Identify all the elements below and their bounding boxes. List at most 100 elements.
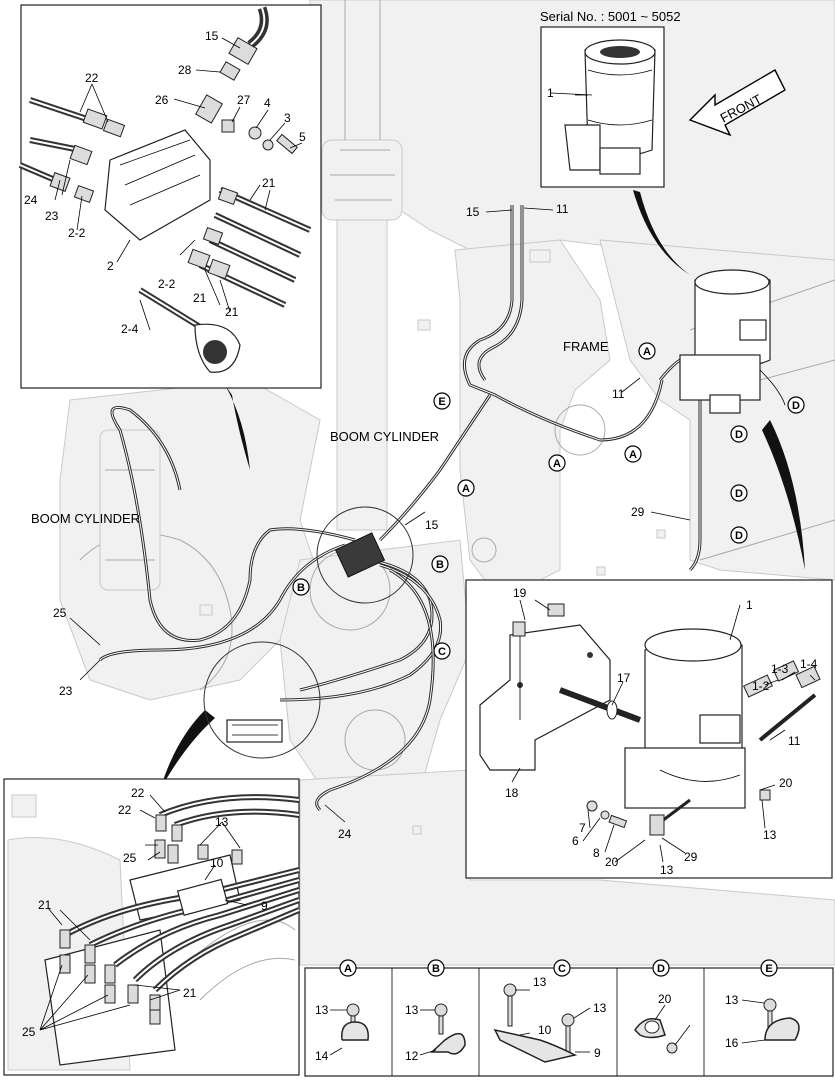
marker-d-1: D <box>787 396 805 414</box>
callout-29-main: 29 <box>631 505 645 519</box>
callout-10-detail: 10 <box>538 1023 552 1037</box>
marker-e-1: E <box>433 392 451 410</box>
callout-9: 9 <box>261 899 268 913</box>
callout-2-2-a: 2-2 <box>68 226 86 240</box>
callout-11-frame: 11 <box>612 387 625 401</box>
callout-leader-lines <box>39 37 816 1056</box>
pump-mounting-inset <box>465 579 833 879</box>
callout-28: 28 <box>178 63 192 77</box>
callout-21-a: 21 <box>262 176 276 190</box>
callout-20-pump-a: 20 <box>779 776 793 790</box>
location-markers: A A A A B B C D D D D E A B C D E <box>292 342 805 977</box>
callout-1: 1 <box>547 86 554 100</box>
callout-23-main: 23 <box>59 684 73 698</box>
callout-15-inset: 15 <box>205 29 219 43</box>
callout-6: 6 <box>572 834 579 848</box>
callout-13-block: 13 <box>215 815 229 829</box>
callout-22-block-b: 22 <box>118 803 132 817</box>
callout-20-pump-b: 20 <box>605 855 619 869</box>
svg-text:E: E <box>438 396 445 408</box>
callout-21-d: 21 <box>38 898 52 912</box>
callout-21-b: 21 <box>193 291 207 305</box>
marker-a-1: A <box>638 342 656 360</box>
callout-8: 8 <box>593 846 600 860</box>
callout-11-top: 11 <box>556 202 569 216</box>
svg-text:A: A <box>643 346 651 358</box>
callout-2: 2 <box>107 259 114 273</box>
callout-24-main: 24 <box>338 827 352 841</box>
callout-20-detail-d: 20 <box>658 992 672 1006</box>
machine-frame-background <box>59 0 835 966</box>
callout-25-block-a: 25 <box>123 851 137 865</box>
svg-text:A: A <box>344 963 352 975</box>
svg-text:B: B <box>436 559 444 571</box>
callout-11-pump-inset: 11 <box>788 734 801 748</box>
detail-connector-wedges <box>160 190 805 790</box>
callout-1-4: 1-4 <box>800 657 818 671</box>
detail-header-d: D <box>652 959 670 977</box>
callout-12: 12 <box>405 1049 419 1063</box>
callout-14: 14 <box>315 1049 329 1063</box>
callout-18: 18 <box>505 786 519 800</box>
callout-13-detail-a: 13 <box>315 1003 329 1017</box>
marker-b-2: B <box>431 555 449 573</box>
callout-16: 16 <box>725 1036 739 1050</box>
boom-cylinder-label-center: BOOM CYLINDER <box>330 429 439 444</box>
distributor-valve-center <box>203 506 414 759</box>
svg-text:D: D <box>735 429 743 441</box>
marker-a-4: A <box>457 479 475 497</box>
svg-text:D: D <box>735 530 743 542</box>
callout-1-3: 1-3 <box>771 662 789 676</box>
clamp-details-strip <box>304 967 834 1077</box>
marker-c-1: C <box>433 642 451 660</box>
callout-1-pump-inset: 1 <box>746 598 753 612</box>
detail-header-e: E <box>760 959 778 977</box>
marker-b-1: B <box>292 578 310 596</box>
callout-21-e: 21 <box>183 986 197 1000</box>
svg-text:A: A <box>629 449 637 461</box>
svg-text:A: A <box>553 458 561 470</box>
svg-text:D: D <box>657 963 665 975</box>
callout-15-top: 15 <box>466 205 480 219</box>
marker-a-2: A <box>548 454 566 472</box>
callout-4: 4 <box>264 96 271 110</box>
callout-24-inset: 24 <box>24 193 38 207</box>
callout-10: 10 <box>210 856 224 870</box>
callout-2-4: 2-4 <box>121 322 139 336</box>
detail-header-c: C <box>553 959 571 977</box>
area-labels: FRAME BOOM CYLINDER BOOM CYLINDER <box>31 339 609 526</box>
callout-26: 26 <box>155 93 169 107</box>
part-callout-numbers: 1 1 1-2 1-3 1-4 2 2-2 2-2 2-4 3 4 5 6 7 … <box>22 29 818 1063</box>
callout-7: 7 <box>579 821 586 835</box>
svg-text:E: E <box>765 963 772 975</box>
callout-22-block-a: 22 <box>131 786 145 800</box>
callout-9-detail: 9 <box>594 1046 601 1060</box>
marker-a-3: A <box>624 445 642 463</box>
callout-13-detail-c2: 13 <box>593 1001 607 1015</box>
callout-13-pump-a: 13 <box>763 828 777 842</box>
svg-text:B: B <box>432 963 440 975</box>
svg-text:C: C <box>438 646 446 658</box>
callout-25-main: 25 <box>53 606 67 620</box>
callout-13-detail-c1: 13 <box>533 975 547 989</box>
grease-pump-main <box>679 269 786 414</box>
callout-22-inset: 22 <box>85 71 99 85</box>
callout-13-detail-d-e: 13 <box>725 993 739 1007</box>
callout-25-block-b: 25 <box>22 1025 36 1039</box>
callout-23-inset: 23 <box>45 209 59 223</box>
callout-15-main: 15 <box>425 518 439 532</box>
callout-17: 17 <box>617 671 631 685</box>
distributor-inset <box>18 4 322 389</box>
marker-d-3: D <box>730 484 748 502</box>
svg-text:D: D <box>792 400 800 412</box>
svg-text:C: C <box>558 963 566 975</box>
callout-2-2-b: 2-2 <box>158 277 176 291</box>
marker-d-4: D <box>730 526 748 544</box>
serial-note: Serial No. : 5001 ~ 5052 <box>540 9 681 24</box>
bracket-block-inset <box>3 778 301 1076</box>
detail-header-b: B <box>427 959 445 977</box>
callout-21-c: 21 <box>225 305 239 319</box>
marker-d-2: D <box>730 425 748 443</box>
detail-header-a: A <box>339 959 357 977</box>
